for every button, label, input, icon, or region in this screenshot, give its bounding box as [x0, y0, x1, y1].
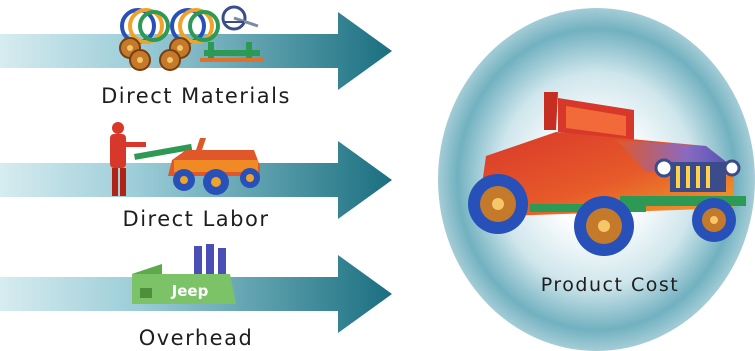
materials-parts-icon	[119, 5, 264, 71]
tire-stack-icon	[120, 8, 220, 44]
factory-icon: Jeep	[132, 244, 236, 304]
labor-worker-jeep-icon	[110, 122, 260, 196]
worker-icon	[110, 122, 146, 196]
direct-labor-label: Direct Labor	[122, 207, 270, 231]
overhead-label: Overhead	[138, 326, 254, 350]
direct-labor-arrow	[0, 141, 392, 219]
direct-materials-arrow	[0, 12, 392, 90]
small-jeep-icon	[168, 138, 260, 195]
chassis-frame-icon	[200, 42, 264, 62]
jeep-wheels-icon	[468, 174, 736, 256]
steering-wheel-icon	[221, 5, 259, 31]
wheel-rim-icon	[119, 37, 191, 71]
product-cost-label: Product Cost	[540, 274, 680, 296]
jeep-icon	[468, 92, 746, 256]
factory-sign: Jeep	[171, 282, 209, 300]
frame-part-icon	[134, 143, 193, 160]
direct-materials-label: Direct Materials	[101, 84, 291, 108]
